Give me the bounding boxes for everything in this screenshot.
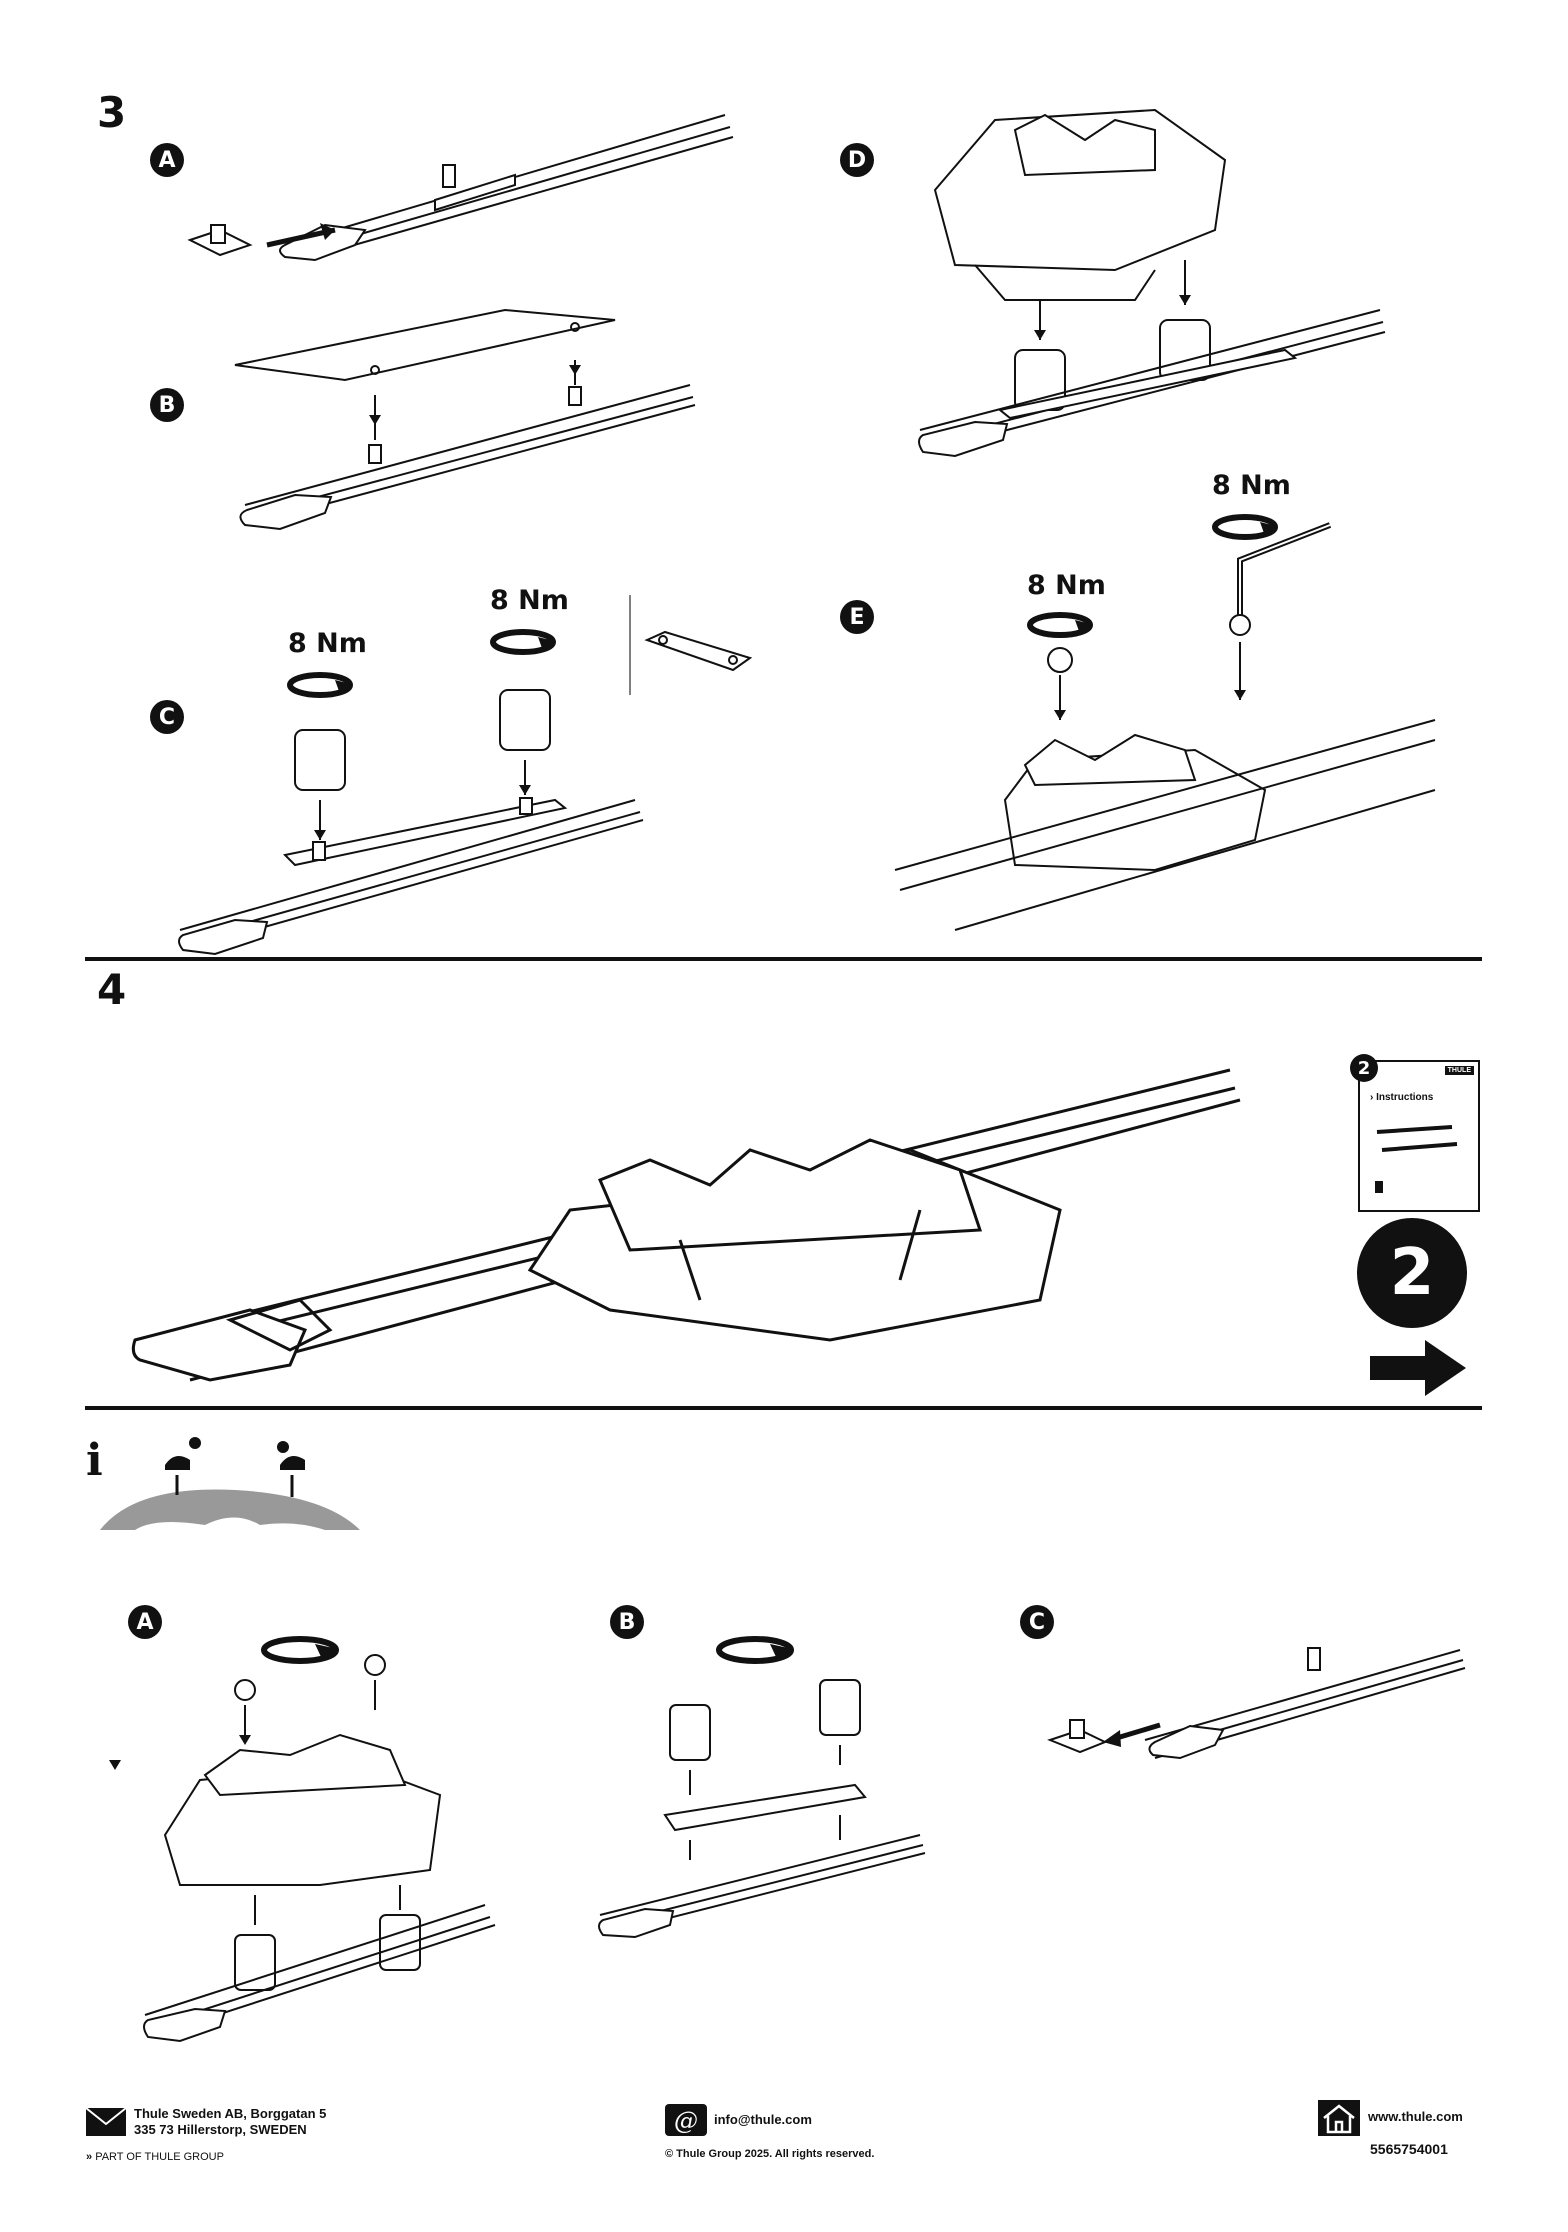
next-booklet-badge: 2 bbox=[1357, 1218, 1467, 1328]
illustration-3b-plate bbox=[234, 308, 696, 531]
arrow-right-icon bbox=[1370, 1340, 1466, 1396]
torque-label-3c-right: 8 Nm bbox=[490, 585, 569, 616]
booklet-roof-bars-icon bbox=[1376, 1125, 1458, 1152]
sub-step-label-3d: D bbox=[840, 143, 874, 177]
illustration-3a-pin-insert bbox=[187, 114, 734, 262]
illustration-info-b-remove-plate bbox=[598, 1636, 926, 1939]
rotate-icon-3c-right bbox=[490, 629, 556, 655]
instructions-booklet: 2 THULE › Instructions bbox=[1350, 1054, 1480, 1212]
sub-step-label-3b: B bbox=[150, 388, 184, 422]
sub-step-label-3c: C bbox=[150, 700, 184, 734]
sub-step-label-info-a: A bbox=[128, 1605, 162, 1639]
sub-step-label-info-b: B bbox=[610, 1605, 644, 1639]
info-icon: i bbox=[86, 1435, 103, 1486]
step-4-number: 4 bbox=[97, 965, 127, 1014]
booklet-title: › Instructions bbox=[1370, 1092, 1434, 1103]
footer-email[interactable]: info@thule.com bbox=[714, 2112, 812, 2127]
sub-step-label-3e: E bbox=[840, 600, 874, 634]
illustration-info-a-remove-foot bbox=[109, 1636, 496, 2043]
group-label: PART OF THULE GROUP bbox=[95, 2151, 224, 2163]
footer-copyright: © Thule Group 2025. All rights reserved. bbox=[665, 2148, 875, 2160]
step-3-number: 3 bbox=[97, 88, 127, 137]
at-icon: @ bbox=[665, 2104, 707, 2136]
booklet-badge: 2 bbox=[1350, 1054, 1378, 1082]
sub-step-label-info-c: C bbox=[1020, 1605, 1054, 1639]
divider-step-3-4 bbox=[85, 957, 1482, 961]
company-line-1: Thule Sweden AB, Borggatan 5 bbox=[134, 2106, 327, 2121]
illustration-3c-spare-plate bbox=[644, 630, 753, 672]
svg-text:@: @ bbox=[674, 2107, 698, 2135]
booklet-title-text: Instructions bbox=[1376, 1092, 1434, 1103]
footer-doc-number: 5565754001 bbox=[1370, 2141, 1448, 2157]
divider-line-3c bbox=[629, 595, 631, 695]
divider-step-4-info bbox=[85, 1406, 1482, 1410]
torque-label-3c-left: 8 Nm bbox=[288, 628, 367, 659]
illustration-4-assembled-foot bbox=[131, 1068, 1241, 1382]
footer-group: » PART OF THULE GROUP bbox=[86, 2151, 224, 2163]
sub-step-label-3a: A bbox=[150, 143, 184, 177]
company-line-2: 335 73 Hillerstorp, SWEDEN bbox=[134, 2122, 307, 2137]
rotate-icon-3e-right bbox=[1212, 514, 1278, 540]
illustration-3e-foot-on-rail bbox=[894, 614, 1436, 931]
booklet-part-icon bbox=[1375, 1181, 1383, 1193]
illustration-info-roof-profile bbox=[100, 1437, 360, 1530]
footer-company-address: Thule Sweden AB, Borggatan 5 335 73 Hill… bbox=[134, 2106, 326, 2138]
booklet-brand: THULE bbox=[1444, 1066, 1474, 1075]
rotate-icon-3c-left bbox=[287, 672, 353, 698]
torque-label-3e-right: 8 Nm bbox=[1212, 470, 1291, 501]
illustration-3d-foot-mount bbox=[918, 108, 1386, 458]
illustration-info-c-pin-remove bbox=[1047, 1647, 1466, 1760]
rotate-icon-3e-left bbox=[1027, 612, 1093, 638]
illustration-3c-spacers bbox=[178, 689, 644, 956]
torque-label-3e-left: 8 Nm bbox=[1027, 570, 1106, 601]
house-icon bbox=[1318, 2100, 1360, 2136]
envelope-icon bbox=[85, 2107, 127, 2136]
chevron-right-icon: » bbox=[86, 2151, 93, 2163]
hex-key-icon-3e bbox=[1237, 522, 1332, 615]
footer-website[interactable]: www.thule.com bbox=[1368, 2109, 1463, 2124]
